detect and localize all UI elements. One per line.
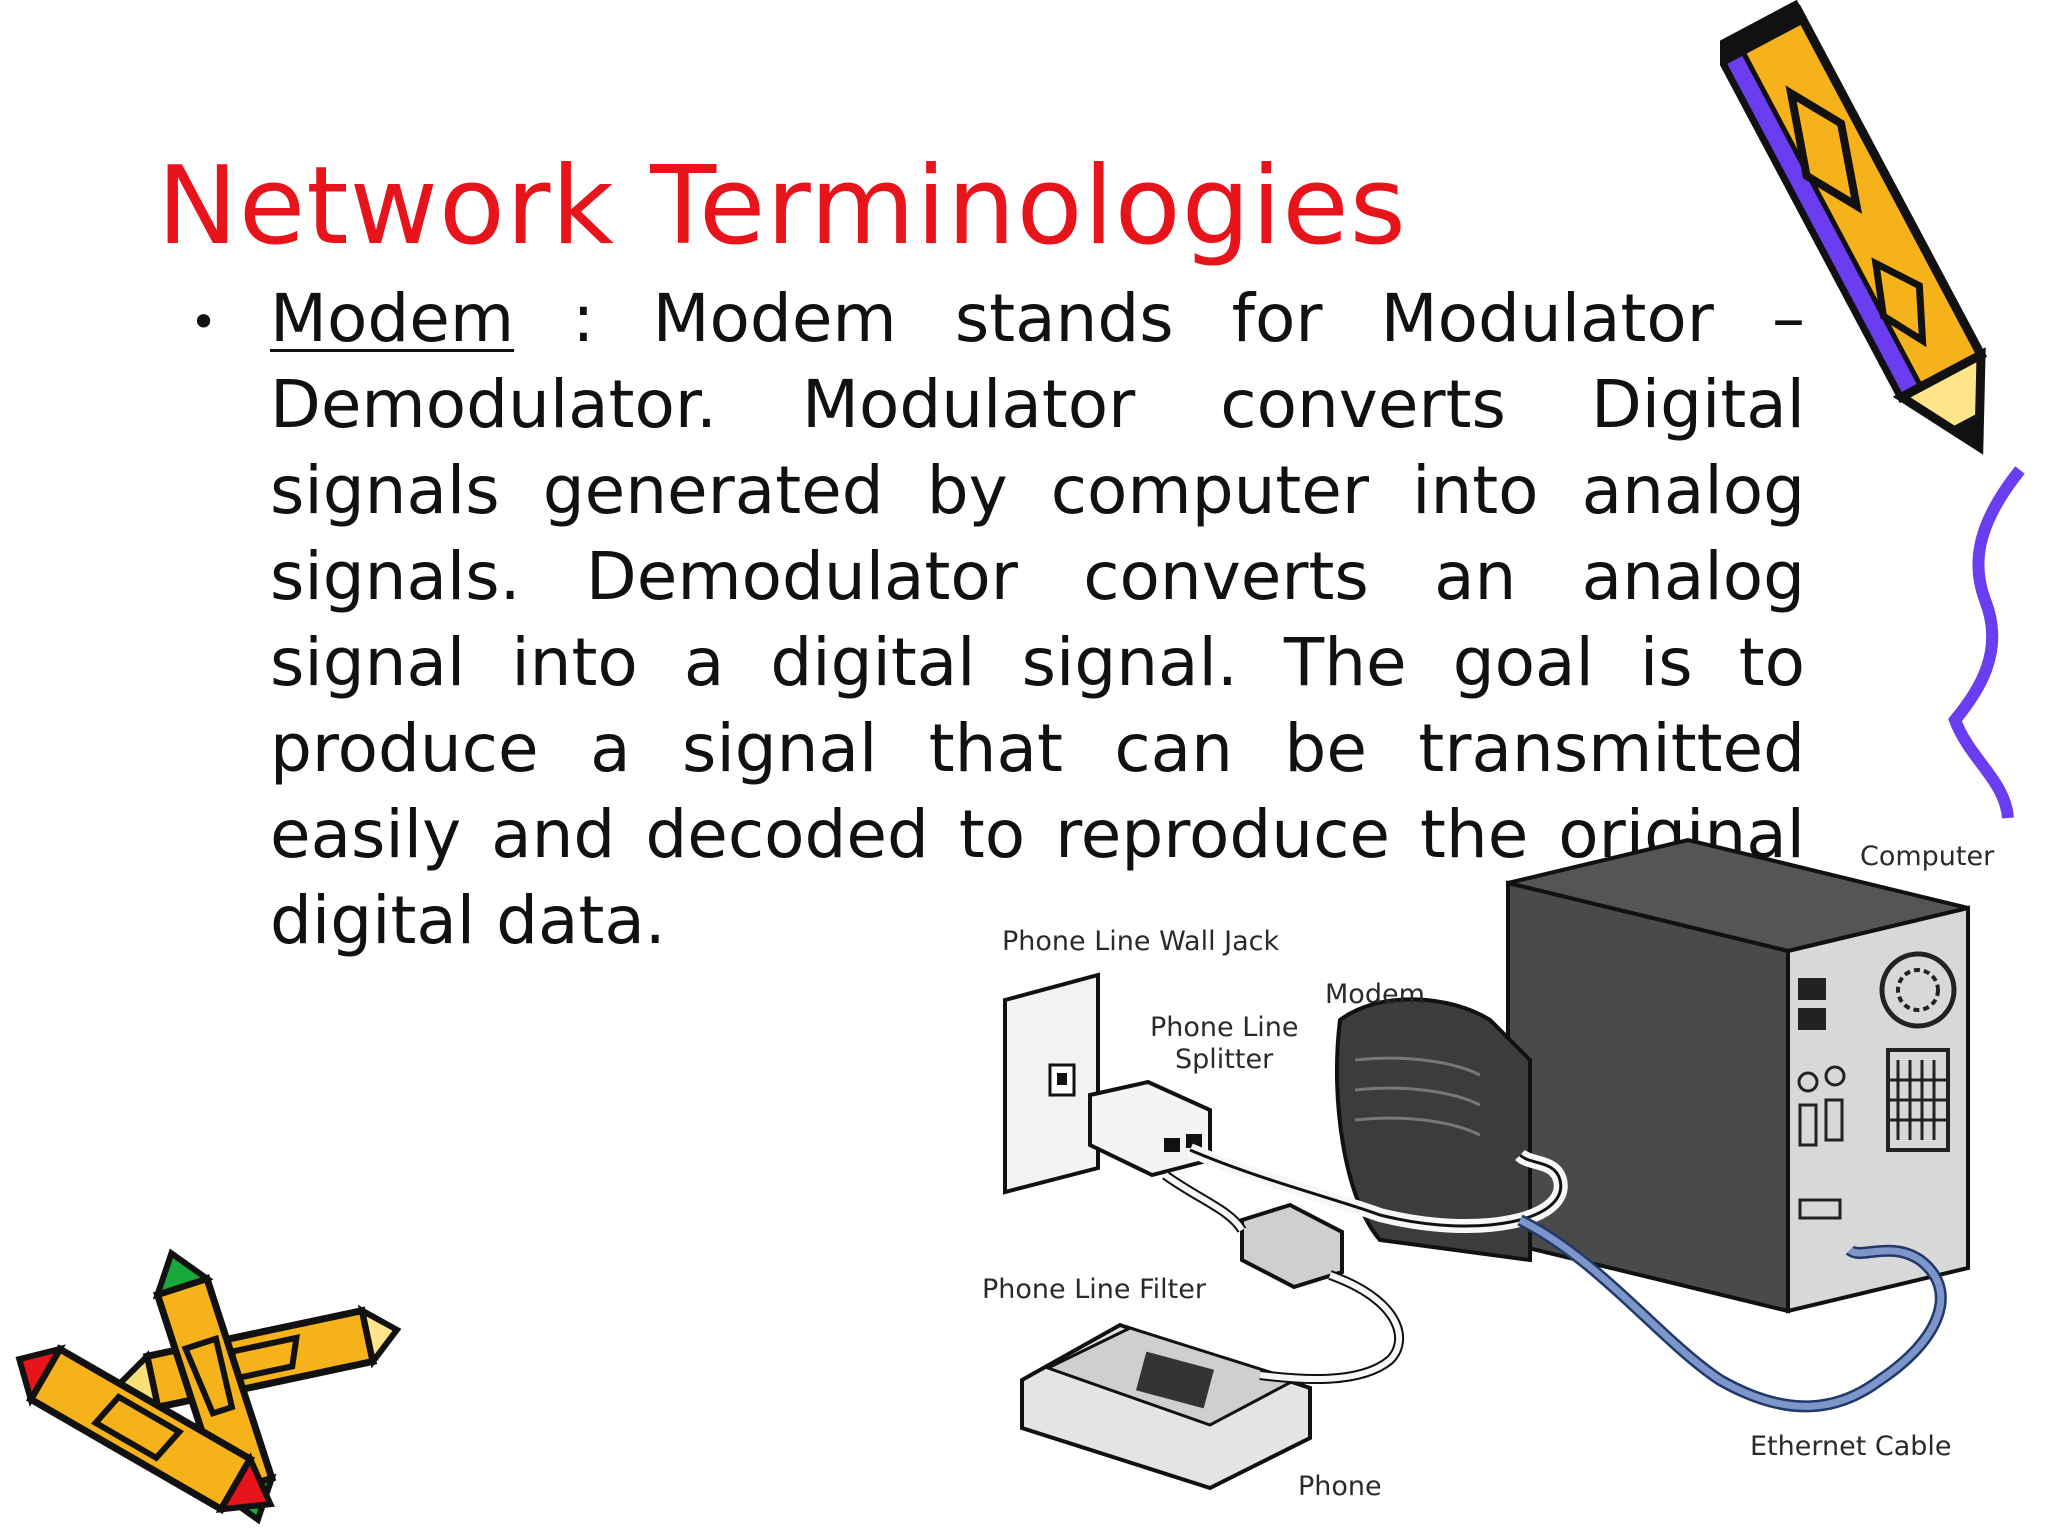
telephone-icon	[1020, 1322, 1312, 1491]
label-splitter-line2: Splitter	[1175, 1044, 1274, 1075]
modem-icon	[1334, 997, 1532, 1263]
bullet-paragraph: Modem : Modem stands for Modulator – Dem…	[270, 276, 1805, 964]
bullet-marker: •	[190, 295, 218, 349]
label-modem: Modem	[1325, 979, 1425, 1010]
crayons-clipart-icon	[15, 1248, 402, 1525]
label-ethernet: Ethernet Cable	[1750, 1431, 1952, 1462]
splitter-icon	[1088, 1079, 1212, 1178]
wall-jack-icon	[1003, 972, 1100, 1195]
label-filter: Phone Line Filter	[982, 1274, 1207, 1305]
label-computer: Computer	[1860, 841, 1995, 872]
modem-network-diagram: Computer Phone Line Wall Jack Modem Phon…	[982, 837, 1995, 1502]
label-wall-jack: Phone Line Wall Jack	[1002, 926, 1280, 957]
slide-title: Network Terminologies	[157, 144, 1407, 269]
label-phone: Phone	[1298, 1471, 1382, 1502]
bullet-term: Modem	[270, 280, 515, 357]
label-splitter-line1: Phone Line	[1150, 1012, 1299, 1043]
bullet-text: : Modem stands for Modulator – Demodulat…	[270, 280, 1805, 959]
pencil-clipart-icon	[1720, 0, 2025, 819]
computer-tower-icon	[1506, 837, 1970, 1314]
phone-filter-icon	[1240, 1202, 1344, 1290]
